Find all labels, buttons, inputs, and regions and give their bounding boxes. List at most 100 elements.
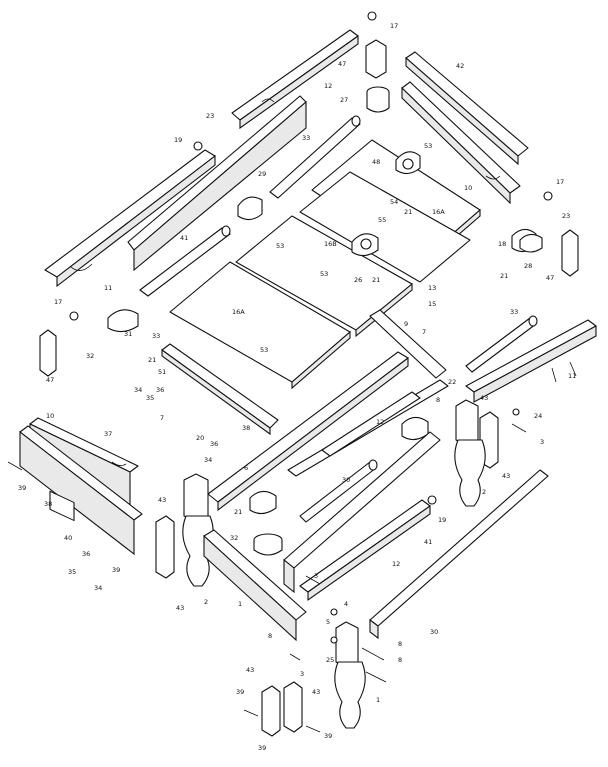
part-label: 54 — [390, 198, 398, 206]
part-label: 21 — [148, 356, 156, 364]
part-label: 35 — [68, 568, 76, 576]
part-label: 43 — [246, 666, 254, 674]
part-label: 43 — [502, 472, 510, 480]
part-label: 2 — [204, 598, 208, 606]
rail-12-top — [231, 29, 359, 130]
pocket-29 — [237, 196, 263, 221]
part-label: 33 — [152, 332, 160, 340]
part-label: 36 — [82, 550, 90, 558]
side-rail-11-right — [465, 319, 597, 403]
part-label: 8 — [398, 640, 402, 648]
pocket-21-mid — [249, 490, 277, 515]
part-label: 26 — [354, 276, 362, 284]
part-label: 34 — [204, 456, 212, 464]
part-label: 38 — [242, 424, 250, 432]
part-label: 41 — [180, 234, 188, 242]
part-label: 38 — [44, 500, 52, 508]
dowel-32 — [299, 459, 378, 523]
part-label: 18 — [498, 240, 506, 248]
part-label: 13 — [428, 284, 436, 292]
part-label: 20 — [196, 434, 204, 442]
side-rail-12-bottom — [299, 499, 431, 602]
part-label: 10 — [46, 412, 54, 420]
bracket-43-bottom-right — [283, 681, 303, 733]
part-label: 10 — [464, 184, 472, 192]
part-label: 39 — [18, 484, 26, 492]
part-label: 3 — [314, 572, 318, 580]
part-label: 47 — [46, 376, 54, 384]
part-label: 9 — [404, 320, 408, 328]
part-label: 15 — [428, 300, 436, 308]
part-label: 21 — [500, 272, 508, 280]
bed-board-16b — [235, 215, 413, 338]
part-label: 33 — [510, 308, 518, 316]
part-label: 21 — [234, 508, 242, 516]
leg-2-left — [182, 473, 214, 587]
part-labels: 17 47 12 42 27 23 19 53 33 48 10 29 54 2… — [18, 22, 576, 752]
pocket-32-bottom — [253, 533, 283, 556]
part-label: 8 — [436, 396, 440, 404]
part-label: 3 — [300, 670, 304, 678]
part-label: 16B — [324, 240, 337, 248]
frame-rail-long-3 — [207, 351, 409, 512]
part-label: 35 — [146, 394, 154, 402]
frame-rail-long-1 — [161, 343, 279, 436]
part-label: 36 — [210, 440, 218, 448]
part-label: 53 — [320, 270, 328, 278]
part-label: 2 — [482, 488, 486, 496]
part-label: 17 — [556, 178, 564, 186]
part-label: 53 — [424, 142, 432, 150]
part-label: 3 — [540, 438, 544, 446]
part-label: 8 — [398, 656, 402, 664]
part-label: 6 — [244, 464, 248, 472]
part-label: 39 — [236, 688, 244, 696]
part-label: 39 — [258, 744, 266, 752]
part-label: 16A — [232, 308, 245, 316]
part-label: 27 — [340, 96, 348, 104]
part-label: 30 — [342, 476, 350, 484]
part-label: 31 — [124, 330, 132, 338]
part-label: 36 — [156, 386, 164, 394]
end-rail-panel-left — [19, 425, 143, 556]
pocket-30-right — [401, 416, 429, 441]
part-label: 34 — [134, 386, 142, 394]
part-label: 22 — [448, 378, 456, 386]
part-label: 32 — [230, 534, 238, 542]
corner-bracket-47-left — [39, 329, 57, 377]
part-label: 43 — [158, 496, 166, 504]
part-label: 19 — [174, 136, 182, 144]
rail-42-right — [405, 51, 529, 166]
end-rail-1 — [203, 529, 307, 642]
part-label: 1 — [238, 600, 242, 608]
part-label: 43 — [480, 394, 488, 402]
pocket-31 — [107, 309, 139, 333]
corner-bracket-47-right — [561, 229, 579, 277]
part-label: 43 — [312, 688, 320, 696]
rail-10-right — [401, 81, 521, 205]
part-label: 53 — [260, 346, 268, 354]
part-label: 16A — [432, 208, 445, 216]
part-label: 4 — [344, 600, 348, 608]
side-rail-30-bottom — [369, 469, 549, 640]
part-label: 12 — [324, 82, 332, 90]
part-label: 53 — [276, 242, 284, 250]
rail-11-left-top — [44, 149, 216, 288]
dowel-33-right — [465, 315, 538, 373]
part-label: 11 — [104, 284, 112, 292]
part-label: 25 — [326, 656, 334, 664]
part-label: 17 — [390, 22, 398, 30]
dowel-33-top — [269, 115, 361, 199]
part-label: 12 — [392, 560, 400, 568]
part-label: 41 — [424, 538, 432, 546]
part-label: 51 — [158, 368, 166, 376]
part-label: 32 — [86, 352, 94, 360]
bolt-set-a — [7, 11, 577, 733]
part-label: 7 — [160, 414, 164, 422]
part-label: 23 — [562, 212, 570, 220]
part-label: 47 — [546, 274, 554, 282]
pocket-28 — [519, 233, 543, 253]
part-label: 19 — [438, 516, 446, 524]
part-label: 21 — [372, 276, 380, 284]
part-label: 33 — [302, 134, 310, 142]
